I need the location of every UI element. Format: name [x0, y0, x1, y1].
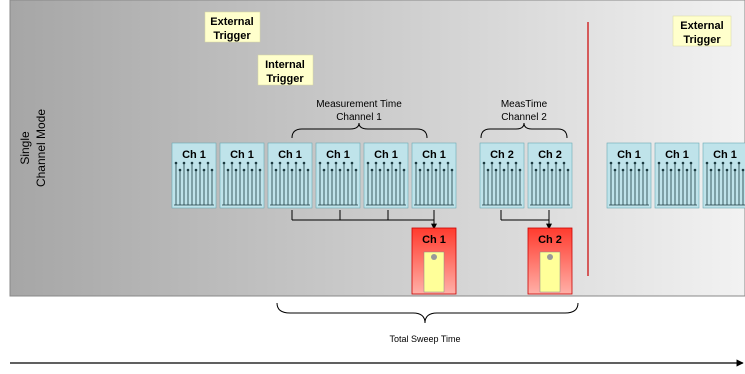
channel-block-label: Ch 1: [374, 149, 398, 161]
meastime-ch2: MeasTime Channel 2: [480, 99, 568, 139]
channel-block-label: Ch 1: [713, 149, 737, 161]
result-block-ch2-label: Ch 2: [538, 234, 562, 246]
channel-blocks: Ch 1 Ch 1 Ch 1 Ch 1 Ch 1 Ch 1 Ch 2 Ch 2 Ch 1 Ch 1…: [171, 142, 745, 209]
channel-block: Ch 1: [171, 142, 217, 209]
channel-block: Ch 1: [363, 142, 409, 209]
channel-block: Ch 1: [606, 142, 652, 209]
external-trigger-left: External Trigger: [204, 11, 261, 43]
channel-block-label: Ch 1: [230, 149, 254, 161]
channel-block: Ch 1: [411, 142, 457, 209]
internal-trigger: Internal Trigger: [257, 54, 314, 86]
meastime-ch2-line1: MeasTime: [501, 99, 548, 110]
connector-ch2: [500, 210, 552, 230]
total-sweep-brace: [276, 302, 579, 324]
channel-block: Ch 2: [479, 142, 525, 209]
channel-block: Ch 1: [219, 142, 265, 209]
internal-trigger-line2: Trigger: [266, 73, 304, 85]
external-trigger-left-line1: External: [210, 16, 253, 28]
external-trigger-right: External Trigger: [672, 15, 732, 47]
channel-block-label: Ch 1: [326, 149, 350, 161]
channel-block: Ch 2: [527, 142, 573, 209]
internal-trigger-line1: Internal: [265, 59, 305, 71]
channel-block-label: Ch 1: [422, 149, 446, 161]
result-block-ch1-label: Ch 1: [422, 234, 446, 246]
result-block-ch2: Ch 2: [527, 227, 573, 295]
channel-block-label: Ch 1: [665, 149, 689, 161]
channel-block: Ch 1: [267, 142, 313, 209]
meastime-brace: [480, 122, 568, 139]
channel-block-label: Ch 1: [278, 149, 302, 161]
measurement-time-ch1-line2: Channel 1: [336, 112, 382, 123]
measurement-time-ch1: Measurement Time Channel 1: [291, 99, 428, 139]
external-trigger-right-line2: Trigger: [683, 34, 721, 46]
total-sweep-time-label: Total Sweep Time: [389, 334, 460, 344]
mode-label: Single Channel Mode: [18, 109, 48, 187]
measurement-time-brace: [291, 122, 428, 139]
external-trigger-left-line2: Trigger: [213, 30, 251, 42]
result-block-ch1: Ch 1: [411, 227, 457, 295]
mode-label-line1: Single: [18, 131, 32, 165]
channel-block-label: Ch 1: [182, 149, 206, 161]
external-trigger-right-line1: External: [680, 20, 723, 32]
channel-block-label: Ch 2: [490, 149, 514, 161]
channel-block-label: Ch 2: [538, 149, 562, 161]
mode-label-line2: Channel Mode: [34, 109, 48, 187]
channel-block: Ch 1: [654, 142, 700, 209]
total-sweep-time: Total Sweep Time: [276, 302, 579, 344]
channel-block-label: Ch 1: [617, 149, 641, 161]
connector-ch1: [291, 210, 437, 230]
channel-block: Ch 1: [702, 142, 745, 209]
meastime-ch2-line2: Channel 2: [501, 112, 547, 123]
measurement-time-ch1-line1: Measurement Time: [316, 99, 402, 110]
channel-block: Ch 1: [315, 142, 361, 209]
